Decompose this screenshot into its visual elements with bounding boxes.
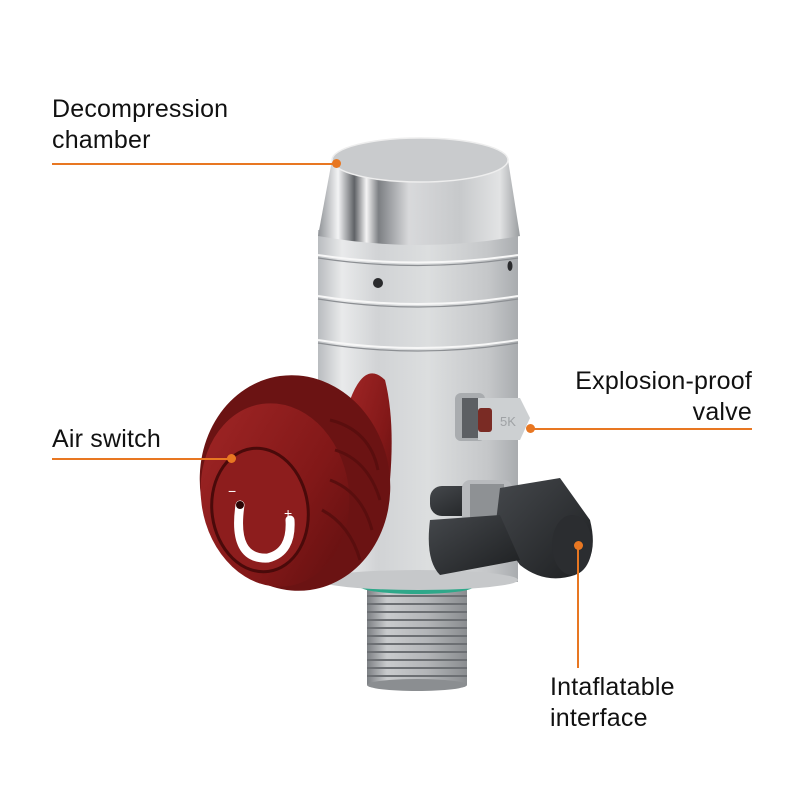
label-explosion-proof-valve: Explosion-proof valve xyxy=(500,366,752,428)
callout-line-inflatable-interface xyxy=(577,546,579,668)
label-air-switch: Air switch xyxy=(52,424,161,455)
label-line: Explosion-proof xyxy=(575,367,752,395)
decompression-chamber-cap xyxy=(318,137,520,245)
callout-dot-inflatable-interface xyxy=(574,541,583,550)
label-line: Decompression xyxy=(52,95,229,123)
callout-line-explosion-proof-valve xyxy=(530,428,752,430)
dial-minus: − xyxy=(228,483,236,499)
air-switch-knob: − + xyxy=(199,375,391,591)
label-line: chamber xyxy=(52,126,151,154)
threaded-base xyxy=(359,578,475,691)
label-line: interface xyxy=(550,704,648,732)
callout-dot-explosion-proof-valve xyxy=(526,424,535,433)
label-line: Intaflatable xyxy=(550,673,675,701)
dial-plus: + xyxy=(284,505,292,521)
label-line: Air switch xyxy=(52,425,161,453)
explosion-proof-valve-part: 5K xyxy=(455,393,530,441)
callout-dot-air-switch xyxy=(227,454,236,463)
svg-text:5K: 5K xyxy=(500,414,516,429)
callout-line-decompression-chamber xyxy=(52,163,337,165)
callout-dot-decompression-chamber xyxy=(332,159,341,168)
inflatable-interface-part xyxy=(428,478,593,579)
label-decompression-chamber: Decompression chamber xyxy=(52,94,228,156)
label-inflatable-interface: Intaflatable interface xyxy=(550,672,675,734)
label-line: valve xyxy=(692,398,752,426)
callout-line-air-switch xyxy=(52,458,232,460)
